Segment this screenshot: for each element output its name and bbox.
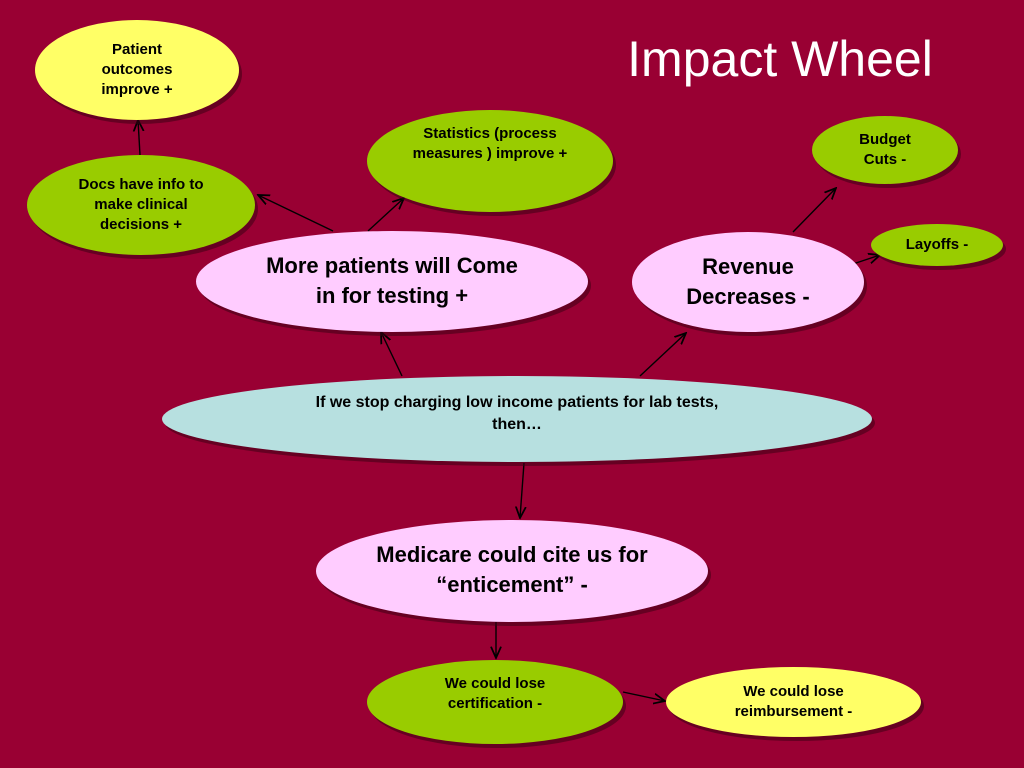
node-label: Patient outcomes improve +	[101, 41, 173, 98]
node-docs-info: Docs have info to make clinical decision…	[27, 155, 255, 255]
node-revenue: Revenue Decreases -	[632, 232, 864, 332]
arrow-center-to-revenue	[639, 333, 686, 377]
node-label: We could lose reimbursement -	[734, 683, 853, 720]
node-label: If we stop charging low income patients …	[315, 394, 719, 433]
node-budget-cuts: Budget Cuts -	[812, 116, 958, 184]
node-label: We could lose certification -	[444, 675, 546, 712]
arrow-more-patients-to-statistics	[367, 198, 404, 232]
node-label: Medicare could cite us for “enticement” …	[376, 542, 648, 597]
arrow-center-to-more-patients	[381, 332, 403, 377]
node-label: Revenue Decreases -	[686, 254, 810, 309]
node-patient-outcomes: Patient outcomes improve +	[35, 20, 239, 120]
node-layoffs: Layoffs -	[871, 224, 1003, 266]
arrow-revenue-to-layoffs	[852, 255, 880, 265]
node-statistics: Statistics (process measures ) improve +	[367, 110, 613, 212]
node-center-premise: If we stop charging low income patients …	[162, 376, 872, 462]
node-medicare: Medicare could cite us for “enticement” …	[316, 520, 708, 622]
page-title: Impact Wheel	[627, 31, 933, 87]
arrow-certification-to-reimbursement	[622, 691, 665, 701]
node-label: Budget Cuts -	[859, 131, 911, 168]
node-lose-reimbursement: We could lose reimbursement -	[666, 667, 921, 737]
node-label: More patients will Come in for testing +	[266, 253, 518, 308]
node-label: Layoffs -	[905, 236, 969, 253]
arrow-more-patients-to-docs	[258, 195, 334, 232]
arrow-center-to-medicare	[520, 462, 524, 518]
arrow-docs-to-outcomes	[138, 120, 140, 156]
node-label: Statistics (process measures ) improve +	[412, 125, 568, 162]
node-label: Docs have info to make clinical decision…	[78, 176, 204, 233]
arrow-revenue-to-budget	[792, 188, 836, 233]
node-lose-certification: We could lose certification -	[367, 660, 623, 744]
node-more-patients: More patients will Come in for testing +	[196, 231, 588, 332]
